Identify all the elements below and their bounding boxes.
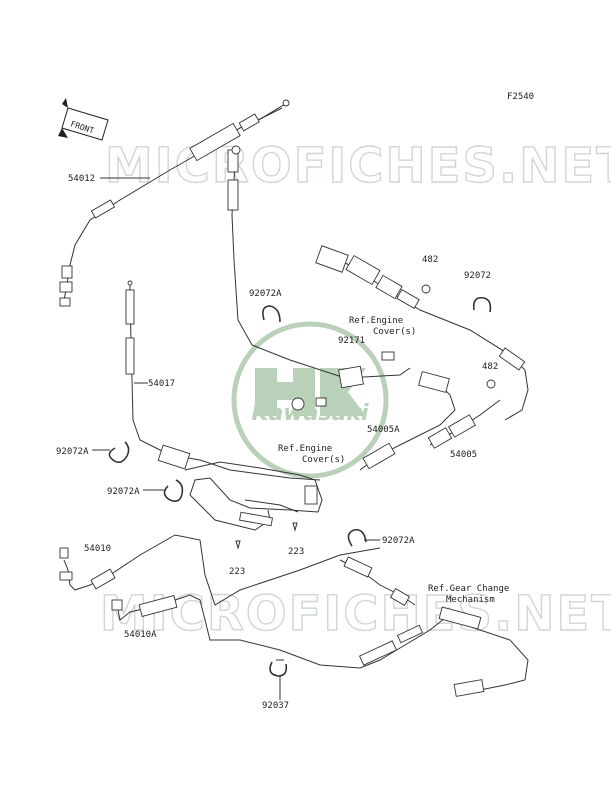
clip-92072A-2 (108, 441, 130, 464)
label-92037: 92037 (262, 701, 289, 711)
label-92171: 92171 (338, 336, 365, 346)
label-54010: 54010 (84, 544, 111, 554)
cable-54012 (59, 99, 290, 307)
label-54017: 54017 (148, 379, 175, 389)
label-482-2: 482 (482, 362, 498, 372)
label-92072A-1: 92072A (249, 289, 282, 299)
front-arrow-icon: FRONT (58, 98, 109, 141)
label-92072A-2: 92072A (56, 447, 89, 457)
clip-92072A-1 (262, 305, 281, 323)
watermark-top: MICROFICHES.NET (105, 138, 611, 194)
cable-gear-change (339, 556, 529, 697)
label-54010A: 54010A (124, 630, 157, 640)
cable-54010A (111, 594, 446, 669)
washer-482-2 (486, 379, 496, 389)
clip-92072 (472, 296, 492, 313)
cable-54010 (59, 534, 381, 606)
cable-54017 (125, 280, 321, 481)
cable-loop (184, 461, 323, 531)
label-54005A: 54005A (367, 425, 400, 435)
screw-223-1 (292, 522, 298, 532)
label-92072A-3: 92072A (107, 487, 140, 497)
cable-54005A (359, 371, 456, 471)
clip-92072A-3 (163, 479, 184, 502)
label-482-1: 482 (422, 255, 438, 265)
washer-482-1 (421, 284, 431, 294)
label-223-1: 223 (288, 547, 304, 557)
kawasaki-logo-text: Kawasaki (251, 401, 369, 426)
clip-92072A-4 (347, 528, 367, 547)
label-92072A-4: 92072A (382, 536, 415, 546)
kawasaki-logo: Kawasaki (231, 321, 389, 479)
clamp-92037 (269, 659, 288, 677)
label-54005: 54005 (450, 450, 477, 460)
figure-id: F2540 (507, 92, 534, 102)
cable-choke (227, 145, 411, 379)
label-92072: 92072 (464, 271, 491, 281)
watermark-bottom: MICROFICHES.NET (100, 586, 611, 642)
grommet (291, 397, 305, 411)
label-54012: 54012 (68, 174, 95, 184)
cable-clutch (315, 245, 529, 421)
label-223-2: 223 (229, 567, 245, 577)
collar (315, 397, 327, 407)
bracket-92171 (338, 351, 395, 389)
cable-54005 (427, 399, 501, 449)
screw-223-2 (235, 540, 241, 550)
